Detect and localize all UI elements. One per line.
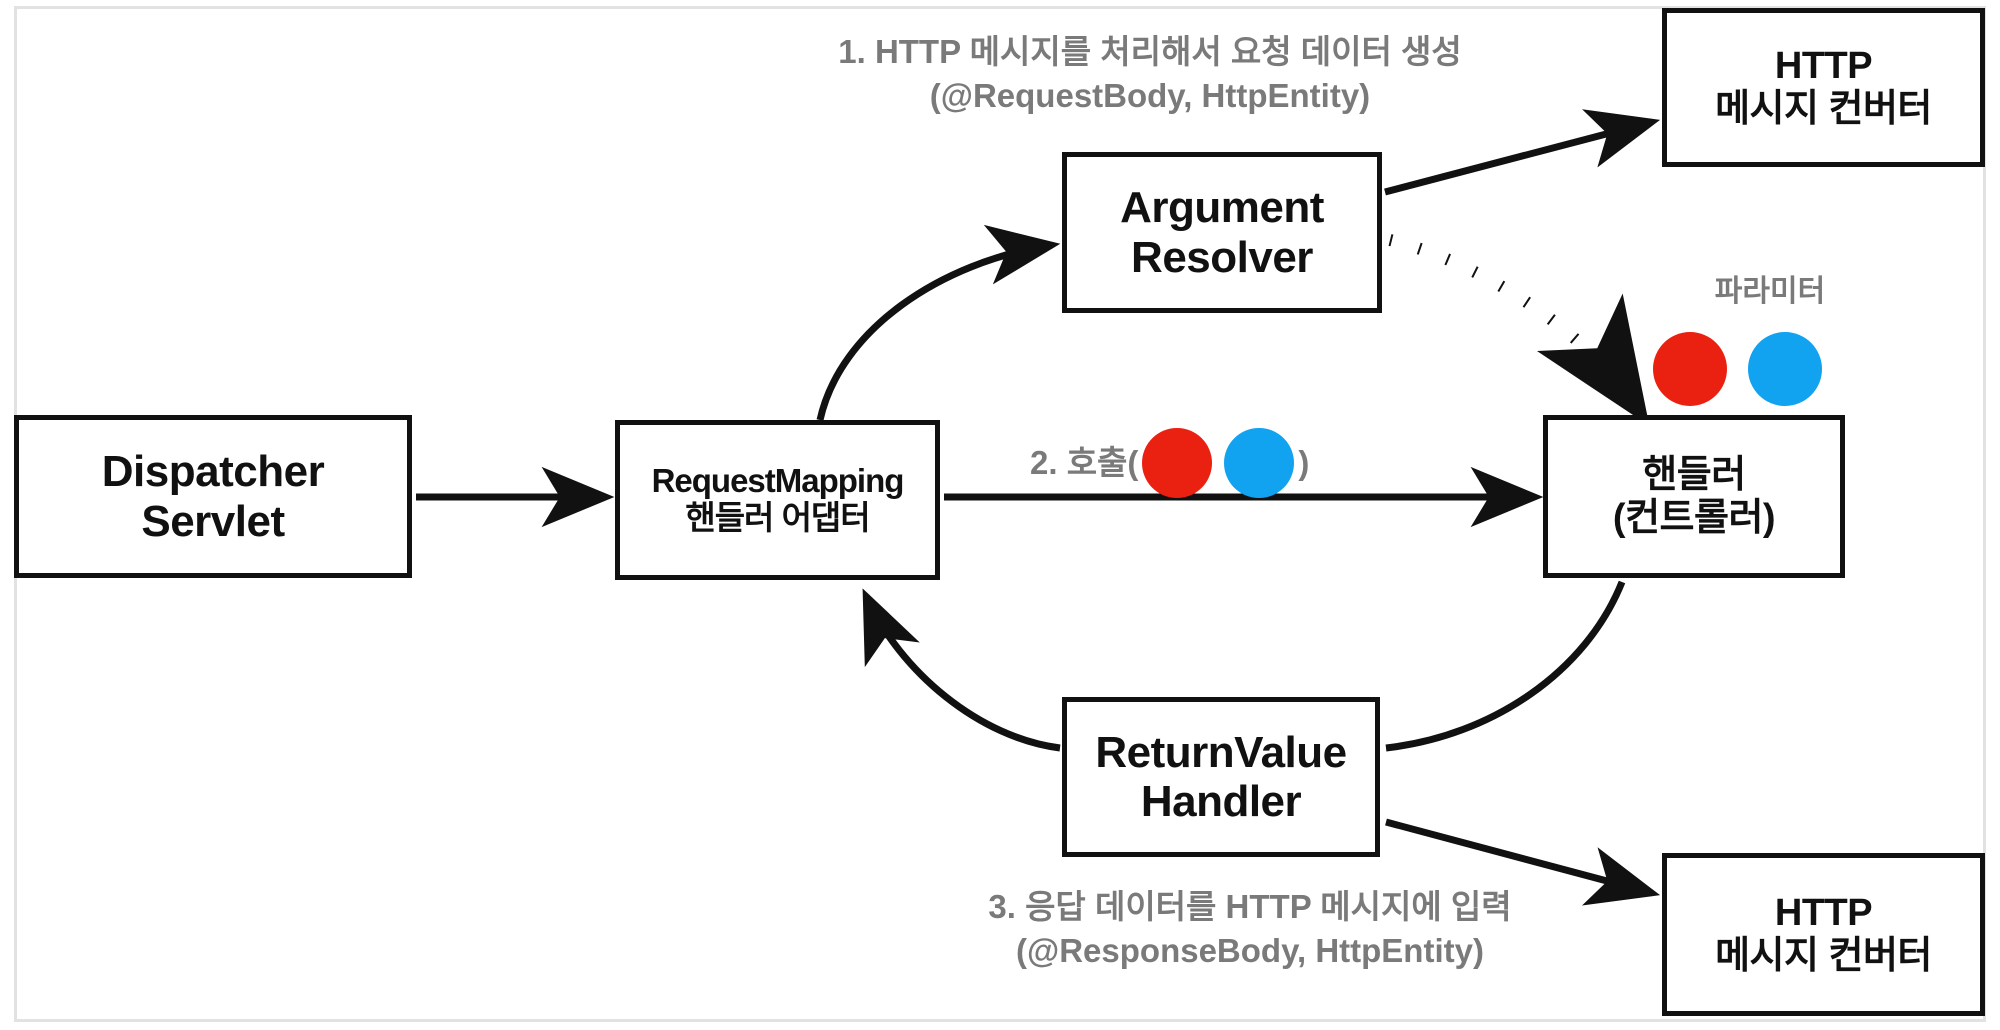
node-dispatcher-servlet[interactable]: Dispatcher Servlet	[14, 415, 412, 578]
http-message-converter-top-line2: 메시지 컨버터	[1715, 87, 1932, 130]
argument-resolver-line2: Resolver	[1131, 232, 1313, 282]
handler-controller-line1: 핸들러	[1642, 453, 1746, 496]
http-message-converter-top-line1: HTTP	[1774, 44, 1873, 87]
parameter-dot-red	[1653, 332, 1727, 406]
handler-controller-line2: (컨트롤러)	[1612, 496, 1776, 539]
dispatcher-servlet-line2: Servlet	[141, 496, 285, 546]
parameter-dot-blue-inline	[1224, 428, 1295, 498]
annotation-step-1-line2: (@RequestBody, HttpEntity)	[929, 76, 1371, 114]
parameter-dot-blue	[1748, 332, 1822, 406]
handler-adapter-line1: RequestMapping	[651, 462, 905, 500]
annotation-step-3-line1: 3. 응답 데이터를 HTTP 메시지에 입력	[988, 888, 1512, 925]
annotation-step-3: 3. 응답 데이터를 HTTP 메시지에 입력 (@ResponseBody, …	[860, 885, 1640, 972]
node-http-message-converter-top[interactable]: HTTP 메시지 컨버터	[1662, 8, 1985, 167]
annotation-parameter-label: 파라미터	[1620, 272, 1920, 312]
returnvalue-handler-line2: Handler	[1140, 777, 1302, 826]
node-http-message-converter-bottom[interactable]: HTTP 메시지 컨버터	[1662, 853, 1985, 1016]
node-argument-resolver[interactable]: Argument Resolver	[1062, 152, 1382, 313]
annotation-step-3-line2: (@ResponseBody, HttpEntity)	[1016, 931, 1484, 969]
annotation-step-1-line1: 1. HTTP 메시지를 처리해서 요청 데이터 생성	[838, 33, 1462, 70]
node-returnvalue-handler[interactable]: ReturnValue Handler	[1062, 697, 1380, 857]
dispatcher-servlet-line1: Dispatcher	[101, 447, 325, 497]
parameter-dot-red-inline	[1142, 428, 1213, 498]
annotation-step-1: 1. HTTP 메시지를 처리해서 요청 데이터 생성 (@RequestBod…	[760, 30, 1540, 117]
http-message-converter-bottom-line2: 메시지 컨버터	[1715, 934, 1932, 977]
node-handler-controller[interactable]: 핸들러 (컨트롤러)	[1543, 415, 1845, 578]
node-requestmapping-handler-adapter[interactable]: RequestMapping 핸들러 어댑터	[615, 420, 940, 580]
returnvalue-handler-line1: ReturnValue	[1095, 727, 1347, 777]
annotation-step-2-prefix: 2. 호출(	[1030, 444, 1139, 482]
handler-adapter-line2: 핸들러 어댑터	[685, 499, 870, 536]
annotation-step-2-suffix: )	[1298, 444, 1310, 482]
parameter-label-text: 파라미터	[1714, 275, 1826, 308]
annotation-step-2: 2. 호출( )	[1030, 428, 1309, 498]
argument-resolver-line1: Argument	[1120, 183, 1324, 233]
http-message-converter-bottom-line1: HTTP	[1774, 891, 1873, 934]
